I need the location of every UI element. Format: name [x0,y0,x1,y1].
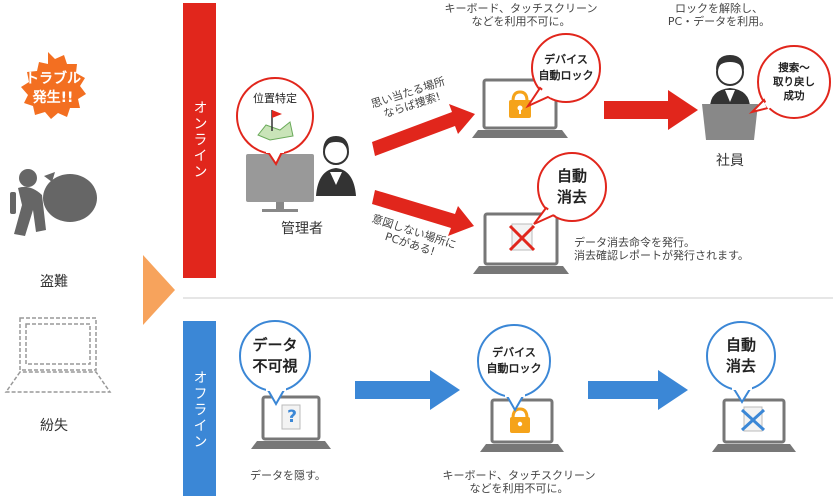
online-lock-bubble-line-2: 自動ロック [538,69,594,82]
online-lock-bubble-text: デバイス 自動ロック [532,50,600,86]
employee-bubble-text: 捜索～ 取り戻し 成功 [764,60,824,104]
offline-arrow-2 [588,370,688,410]
lost-laptop-icon [4,317,112,393]
offline-wipe-bubble-text: 自動 消去 [711,335,771,377]
offline-lock-bubble [477,324,551,413]
wiped-laptop-icon [473,212,569,274]
employee-bubble-line-2: 取り戻し [773,76,815,88]
badge-line-2: 発生!! [32,90,74,106]
offline-lock-note-2: などを利用不可に。 [469,482,569,495]
trouble-badge-text: トラブル 発生!! [18,70,88,108]
online-wipe-bubble-line-1: 自動 [556,167,587,185]
online-lock-note: キーボード、タッチスクリーン などを利用不可に。 [436,2,606,28]
manager-person-icon [316,136,356,196]
offline-wiped-laptop-icon [712,398,796,452]
unlock-note-2: PC・データを利用。 [667,15,771,28]
search-arrow [372,104,475,156]
offline-lock-note: キーボード、タッチスクリーン などを利用不可に。 [434,469,604,495]
wipe-note-1: データ消去命令を発行。 [574,236,695,249]
wipe-arrow [372,190,474,236]
offline-lock-bubble-text: デバイス 自動ロック [480,343,548,379]
online-wipe-bubble [533,152,607,225]
offline-hide-bubble-line-1: データ [252,336,298,354]
offline-lock-bubble-line-1: デバイス [492,346,536,359]
location-bubble-text: 位置特定 [253,92,297,105]
wipe-note-2: 消去確認レポートが発行されます。 [574,249,749,262]
online-band [183,3,216,278]
online-lock-bubble [525,33,601,109]
employee-icon [702,55,758,140]
wipe-note: データ消去命令を発行。 消去確認レポートが発行されます。 [574,236,749,262]
online-lock-bubble-line-1: デバイス [544,53,588,66]
offline-wipe-bubble [706,321,776,404]
offline-wipe-bubble-line-1: 自動 [725,336,756,354]
trouble-flow-arrow [143,255,175,325]
trouble-badge-icon [21,52,86,119]
offline-band [183,321,216,496]
map-pin-icon [257,110,294,141]
offline-hide-bubble [239,320,311,407]
offline-band-label: オフライン [191,370,208,450]
offline-hide-note: データを隠す。 [250,469,326,482]
online-wipe-bubble-line-2: 消去 [556,188,587,206]
offline-locked-laptop-icon [480,398,564,452]
unlock-arrow [604,90,698,130]
question-mark-icon: ? [287,407,297,427]
online-wipe-bubble-text: 自動 消去 [542,166,602,208]
offline-arrow-1 [355,370,460,410]
employee-bubble-line-3: 成功 [783,90,805,102]
unlock-note: ロックを解除し、 PC・データを利用。 [664,2,774,28]
online-lock-note-2: などを利用不可に。 [471,15,571,28]
loss-label: 紛失 [40,418,68,434]
online-band-label: オンライン [191,100,208,180]
employee-bubble [748,45,831,119]
offline-wipe-bubble-line-2: 消去 [725,357,756,375]
employee-bubble-line-1: 捜索～ [778,62,810,74]
theft-label: 盗難 [40,274,68,290]
manager-label: 管理者 [281,221,323,237]
badge-line-1: トラブル [25,71,81,87]
thief-icon [10,169,97,236]
offline-lock-note-1: キーボード、タッチスクリーン [442,469,596,482]
hidden-laptop-icon [251,395,331,449]
employee-label: 社員 [716,153,744,169]
manager-monitor-icon [246,154,314,212]
offline-lock-bubble-line-2: 自動ロック [486,362,542,375]
offline-hide-bubble-line-2: 不可視 [252,357,298,375]
offline-hide-bubble-text: データ 不可視 [242,334,308,378]
online-lock-note-1: キーボード、タッチスクリーン [444,2,598,15]
unlock-note-1: ロックを解除し、 [675,2,763,15]
